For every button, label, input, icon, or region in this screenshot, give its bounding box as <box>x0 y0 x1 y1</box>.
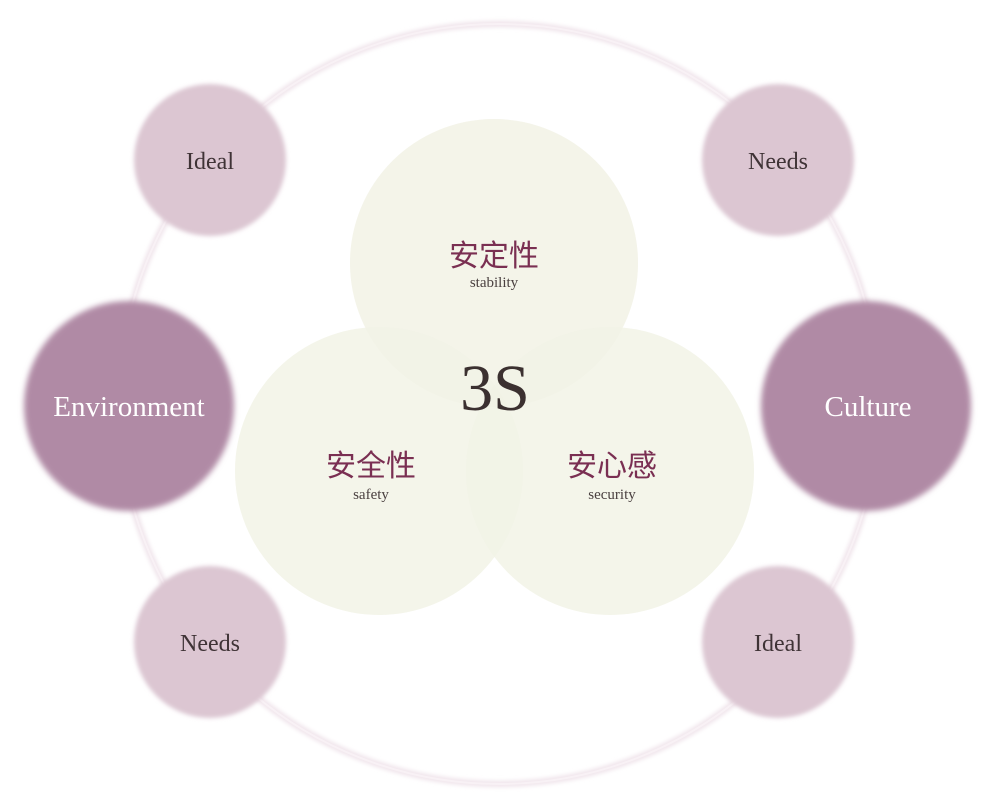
node-bottom-left <box>134 566 286 718</box>
inner-circle-security <box>466 327 754 615</box>
node-label-top-left: Ideal <box>186 149 234 175</box>
node-right <box>761 301 971 511</box>
outer-nodes <box>24 84 971 718</box>
node-label-top-right: Needs <box>748 149 808 175</box>
inner-subtitle-stability: stability <box>470 275 519 291</box>
inner-overlap-shade-1 <box>350 119 638 407</box>
inner-title-security: 安心感 <box>567 450 657 483</box>
inner-subtitle-safety: safety <box>353 487 389 503</box>
inner-overlap-shade-2 <box>235 327 523 615</box>
node-top-right <box>702 84 854 236</box>
node-label-right: Culture <box>825 391 912 423</box>
center-label: 3S <box>460 352 530 425</box>
node-top-left <box>134 84 286 236</box>
inner-venn <box>235 119 754 615</box>
node-label-bottom-right: Ideal <box>754 631 802 657</box>
node-bottom-right <box>702 566 854 718</box>
node-label-bottom-left: Needs <box>180 631 240 657</box>
inner-title-stability: 安定性 <box>449 240 539 273</box>
inner-overlap-shade-3 <box>466 327 754 615</box>
inner-circle-safety <box>235 327 523 615</box>
node-label-left: Environment <box>53 391 204 423</box>
inner-subtitle-security: security <box>588 487 636 503</box>
inner-title-safety: 安全性 <box>326 450 416 483</box>
node-left <box>24 301 234 511</box>
